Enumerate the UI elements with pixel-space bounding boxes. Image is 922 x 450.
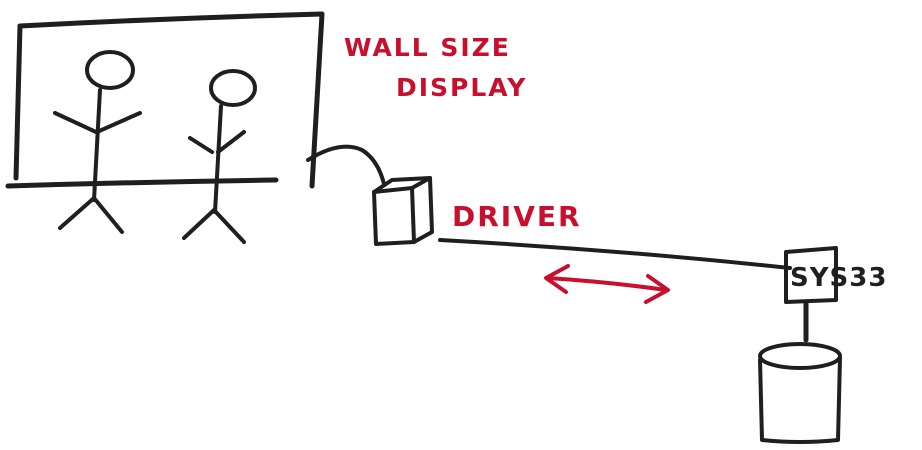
storage-top <box>758 342 842 370</box>
monitor-icon <box>784 246 838 343</box>
person-right-legs <box>182 208 246 244</box>
person-right-body <box>213 104 223 214</box>
person-left-body <box>92 88 102 202</box>
network-line <box>438 238 792 270</box>
driver-cube-side <box>412 176 434 244</box>
person-left-arms <box>53 111 142 134</box>
cylinder-icon <box>758 342 842 444</box>
ground-line <box>5 177 279 189</box>
person-icon <box>53 50 142 234</box>
cube-icon <box>372 176 434 246</box>
display-label: DISPLAY <box>396 73 527 102</box>
person-left-head <box>85 50 135 90</box>
double-arrow-icon <box>544 264 670 304</box>
person-left-legs <box>58 196 124 234</box>
person-right-arms <box>188 130 246 154</box>
person-icon <box>182 69 257 244</box>
display-cable <box>306 144 386 186</box>
arrow-head-right <box>644 274 670 304</box>
computer-box <box>784 246 838 304</box>
arrow-head-left <box>544 264 570 294</box>
storage-body <box>758 356 842 444</box>
driver-cube-front <box>372 186 416 246</box>
wall-display-frame <box>13 11 325 189</box>
driver-label: DRIVER <box>452 200 582 233</box>
wall-display-icon <box>5 11 325 189</box>
arrow-shaft <box>546 276 668 292</box>
driver-cube-top <box>372 176 432 194</box>
system-label: SYS33 <box>790 263 887 293</box>
wall-size-label: WALL SIZE <box>344 33 511 62</box>
person-right-head <box>209 69 257 107</box>
